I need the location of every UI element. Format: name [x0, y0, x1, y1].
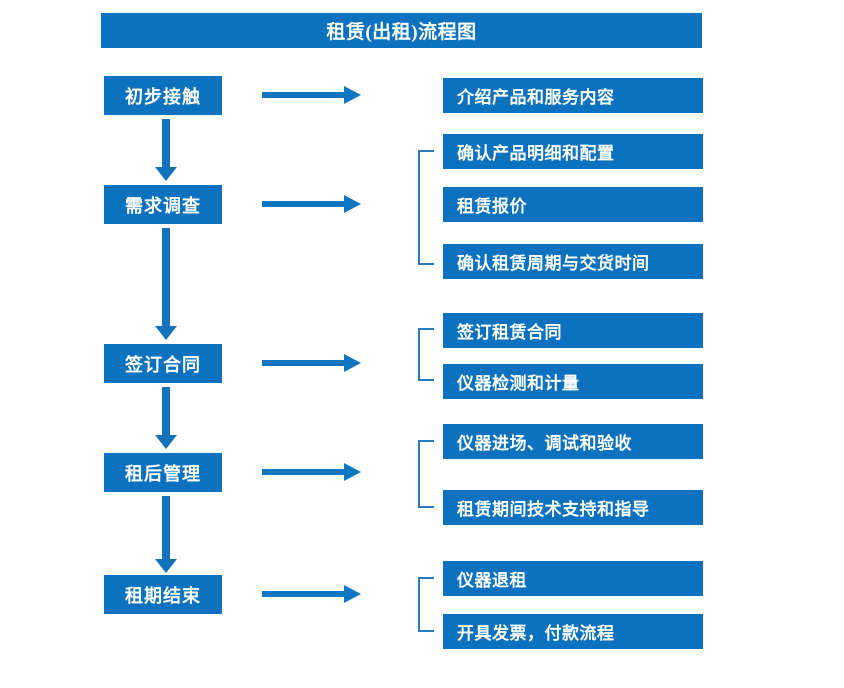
detail-box-5[interactable]: 签订租赁合同 [443, 313, 703, 348]
detail-box-8[interactable]: 租赁期间技术支持和指导 [443, 490, 703, 525]
arrow-head-right-icon [344, 354, 361, 372]
stage-box-4[interactable]: 租后管理 [104, 453, 222, 492]
arrow-head-right-icon [344, 195, 361, 213]
vertical-arrow-4 [155, 496, 177, 587]
detail-box-9[interactable]: 仪器退租 [443, 561, 703, 596]
arrow-shaft [262, 92, 346, 98]
arrow-head-down-icon [155, 559, 177, 573]
vertical-arrow-2 [155, 228, 177, 354]
bracket-connector-3 [418, 440, 434, 508]
horizontal-arrow-5 [262, 585, 362, 603]
detail-box-2[interactable]: 确认产品明细和配置 [443, 134, 703, 169]
detail-box-7[interactable]: 仪器进场、调试和验收 [443, 424, 703, 459]
stage-box-3[interactable]: 签订合同 [104, 344, 222, 383]
arrow-head-right-icon [344, 463, 361, 481]
page-title: 租赁(出租)流程图 [101, 13, 702, 48]
stage-box-2[interactable]: 需求调查 [104, 185, 222, 224]
detail-box-3[interactable]: 租赁报价 [443, 187, 703, 222]
detail-box-1[interactable]: 介绍产品和服务内容 [443, 78, 703, 113]
arrow-head-down-icon [155, 326, 177, 340]
horizontal-arrow-2 [262, 195, 362, 213]
detail-box-10[interactable]: 开具发票，付款流程 [443, 614, 703, 649]
horizontal-arrow-3 [262, 354, 362, 372]
bracket-connector-4 [418, 577, 434, 632]
bracket-connector-1 [418, 150, 434, 265]
arrow-head-down-icon [155, 435, 177, 449]
arrow-shaft [262, 360, 346, 366]
stage-box-5[interactable]: 租期结束 [104, 575, 222, 614]
stage-box-1[interactable]: 初步接触 [104, 76, 222, 115]
vertical-arrow-1 [155, 119, 177, 195]
arrow-shaft [162, 228, 170, 326]
bracket-connector-2 [418, 328, 434, 381]
arrow-shaft [162, 496, 170, 559]
horizontal-arrow-1 [262, 86, 362, 104]
arrow-head-down-icon [155, 167, 177, 181]
detail-box-4[interactable]: 确认租赁周期与交货时间 [443, 244, 703, 279]
arrow-head-right-icon [344, 585, 361, 603]
arrow-shaft [262, 201, 346, 207]
horizontal-arrow-4 [262, 463, 362, 481]
arrow-shaft [162, 119, 170, 167]
vertical-arrow-3 [155, 387, 177, 463]
detail-box-6[interactable]: 仪器检测和计量 [443, 364, 703, 399]
arrow-shaft [262, 469, 346, 475]
arrow-shaft [262, 591, 346, 597]
arrow-shaft [162, 387, 170, 435]
arrow-head-right-icon [344, 86, 361, 104]
